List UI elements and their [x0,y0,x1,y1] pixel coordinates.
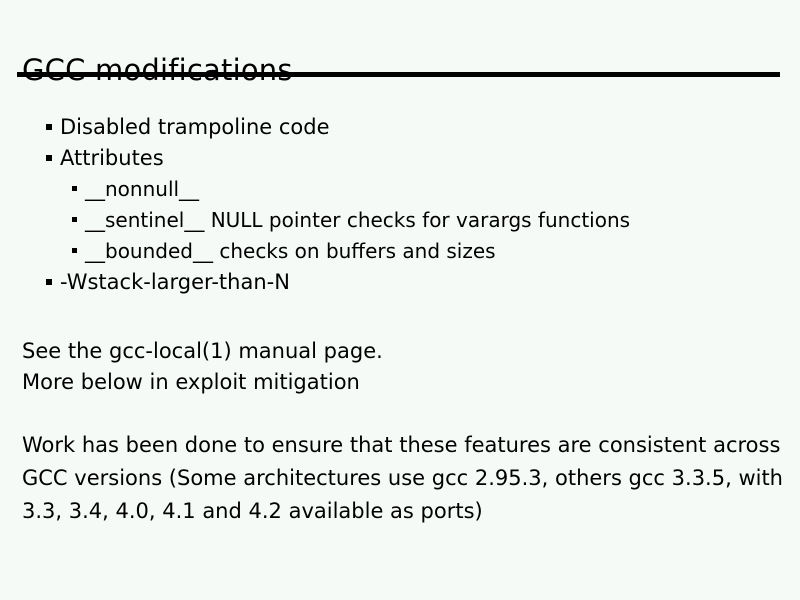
summary-line: GCC versions (Some architectures use gcc… [22,466,783,490]
list-item: __bounded__ checks on buffers and sizes [0,236,800,267]
notes-paragraph: See the gcc-local(1) manual page. More b… [22,336,762,398]
square-bullet-icon [46,279,52,285]
title-divider [17,72,780,77]
list-item-label: __bounded__ checks on buffers and sizes [85,239,496,263]
bullet-list: Disabled trampoline code Attributes __no… [0,112,800,298]
list-item: Disabled trampoline code [0,112,800,143]
list-item-label: __nonnull__ [85,177,200,201]
summary-line: Work has been done to ensure that these … [22,433,781,457]
summary-paragraph: Work has been done to ensure that these … [22,429,783,528]
square-bullet-icon [72,217,77,222]
note-line: See the gcc-local(1) manual page. [22,339,383,363]
square-bullet-icon [72,186,77,191]
square-bullet-icon [46,155,52,161]
list-item-label: __sentinel__ NULL pointer checks for var… [85,208,631,232]
list-item-label: Attributes [60,146,164,170]
list-item: __sentinel__ NULL pointer checks for var… [0,205,800,236]
square-bullet-icon [72,248,77,253]
list-item: Attributes [0,143,800,174]
list-item-label: -Wstack-larger-than-N [60,270,290,294]
list-item: __nonnull__ [0,174,800,205]
list-item: -Wstack-larger-than-N [0,267,800,298]
page-title: GCC modifications [22,53,293,88]
note-line: More below in exploit mitigation [22,370,360,394]
square-bullet-icon [46,124,52,130]
list-item-label: Disabled trampoline code [60,115,330,139]
summary-line: 3.3, 3.4, 4.0, 4.1 and 4.2 available as … [22,499,483,523]
